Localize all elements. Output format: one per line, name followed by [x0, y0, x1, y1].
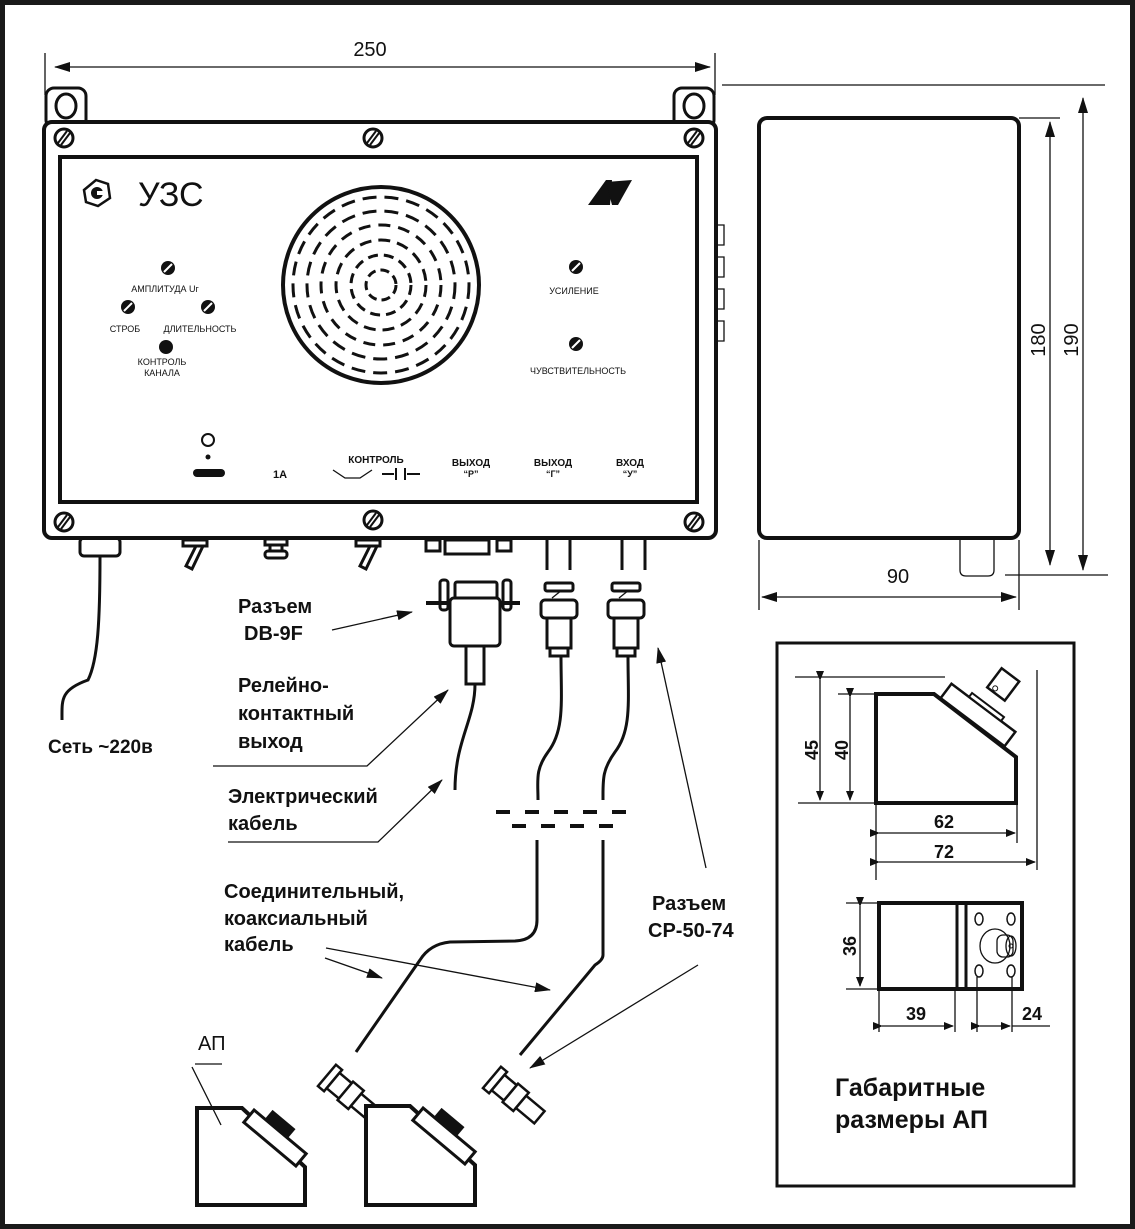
- label-relay-3: выход: [238, 731, 303, 753]
- label-sensitivity: ЧУВСТВИТЕЛЬНОСТЬ: [530, 366, 626, 376]
- screw-icon: [362, 509, 384, 531]
- probe-2: [364, 1064, 547, 1207]
- speaker-grille: [281, 185, 481, 385]
- bnc-plug-g: [539, 581, 579, 658]
- screw-icon: [683, 127, 705, 149]
- dim-39: 39: [906, 1004, 926, 1024]
- db9-socket: [443, 538, 491, 556]
- dim-62: 62: [934, 812, 954, 832]
- label-control: КОНТРОЛЬ: [348, 455, 403, 466]
- coax-cable-g-top: [536, 655, 563, 801]
- callouts: Разъем DB-9F Релейно- контактный выход Э…: [213, 596, 734, 1069]
- dim-24: 24: [1022, 1004, 1042, 1024]
- manufacturer-logo-icon: [588, 180, 632, 205]
- quality-mark-icon: [82, 178, 112, 208]
- label-mains: Сеть ~220в: [48, 737, 153, 758]
- label-channel-control-1: КОНТРОЛЬ: [138, 357, 187, 367]
- bnc-top-icon: [979, 928, 1017, 964]
- screw-icon: [53, 127, 75, 149]
- label-elcable-1: Электрический: [228, 786, 378, 808]
- db9-plug: [426, 578, 520, 686]
- label-coax-2: коаксиальный: [224, 908, 368, 930]
- screw-icon: [362, 127, 384, 149]
- mains-cable-gland: [78, 536, 122, 558]
- label-cp-2: СР-50-74: [648, 920, 734, 942]
- mains-cable: [60, 555, 102, 721]
- coax-cable-u-top: [601, 655, 630, 801]
- ap-dimensions-box: 45 40 62 72 36 39: [775, 641, 1076, 1188]
- dim-250: 250: [353, 39, 386, 61]
- power-switch-icon: [193, 469, 225, 477]
- dim-72: 72: [934, 842, 954, 862]
- strobe-knob: [120, 299, 136, 315]
- side-view: 180 190 90: [716, 84, 1108, 610]
- dim-45: 45: [802, 740, 822, 760]
- duration-knob: [200, 299, 216, 315]
- side-housing: [757, 116, 1021, 540]
- label-channel-control-2: КАНАЛА: [144, 368, 180, 378]
- switch-open-icon: [332, 469, 373, 479]
- dim-180: 180: [1028, 323, 1050, 356]
- label-input-u-1: ВХОД: [616, 458, 644, 469]
- channel-control-button: [159, 340, 173, 354]
- electrical-cable: [453, 683, 477, 791]
- label-output-r-2: “Р”: [463, 469, 478, 479]
- label-output-g-1: ВЫХОД: [534, 458, 572, 469]
- label-strobe: СТРОБ: [110, 324, 141, 334]
- front-view: 250 УЗС: [42, 39, 718, 572]
- amplitude-knob: [160, 260, 176, 276]
- probe-1: [195, 1062, 382, 1207]
- switch-closed-icon: [382, 468, 420, 480]
- ap-box-title-1: Габаритные: [835, 1074, 985, 1102]
- label-fuse: 1А: [273, 469, 287, 481]
- sensitivity-knob: [568, 336, 584, 352]
- dim-40: 40: [832, 740, 852, 760]
- label-output-r-1: ВЫХОД: [452, 458, 490, 469]
- label-output-g-2: “Г”: [546, 469, 560, 479]
- label-elcable-2: кабель: [228, 813, 298, 835]
- dim-90: 90: [887, 566, 909, 588]
- cables: Сеть ~220в: [48, 555, 646, 1207]
- ap-box-title-2: размеры АП: [835, 1106, 988, 1134]
- label-db9-2: DB-9F: [244, 623, 303, 645]
- label-ap: АП: [198, 1033, 226, 1055]
- label-cp-1: Разъем: [652, 893, 726, 915]
- label-db9-1: Разъем: [238, 596, 312, 618]
- dim-190: 190: [1061, 323, 1083, 356]
- label-amplitude: АМПЛИТУДА Uг: [131, 284, 199, 294]
- screw-icon: [53, 511, 75, 533]
- dim-36: 36: [840, 936, 860, 956]
- gain-knob: [568, 259, 584, 275]
- device-title: УЗС: [138, 176, 204, 214]
- coax-cable-u-bottom: [518, 840, 605, 1056]
- label-relay-1: Релейно-: [238, 675, 329, 697]
- label-relay-2: контактный: [238, 703, 354, 725]
- bnc-plug-u: [606, 581, 646, 658]
- label-gain: УСИЛЕНИЕ: [549, 286, 599, 296]
- label-input-u-2: “У”: [623, 469, 638, 479]
- label-duration: ДЛИТЕЛЬНОСТЬ: [164, 324, 237, 334]
- coax-cable-g-bottom: [354, 840, 539, 1053]
- label-coax-3: кабель: [224, 934, 294, 956]
- power-indicator-icon: [201, 433, 215, 447]
- control-toggle-switch: [357, 545, 379, 572]
- label-coax-1: Соединительный,: [224, 881, 404, 903]
- screw-icon: [683, 511, 705, 533]
- power-toggle-switch: [183, 545, 205, 572]
